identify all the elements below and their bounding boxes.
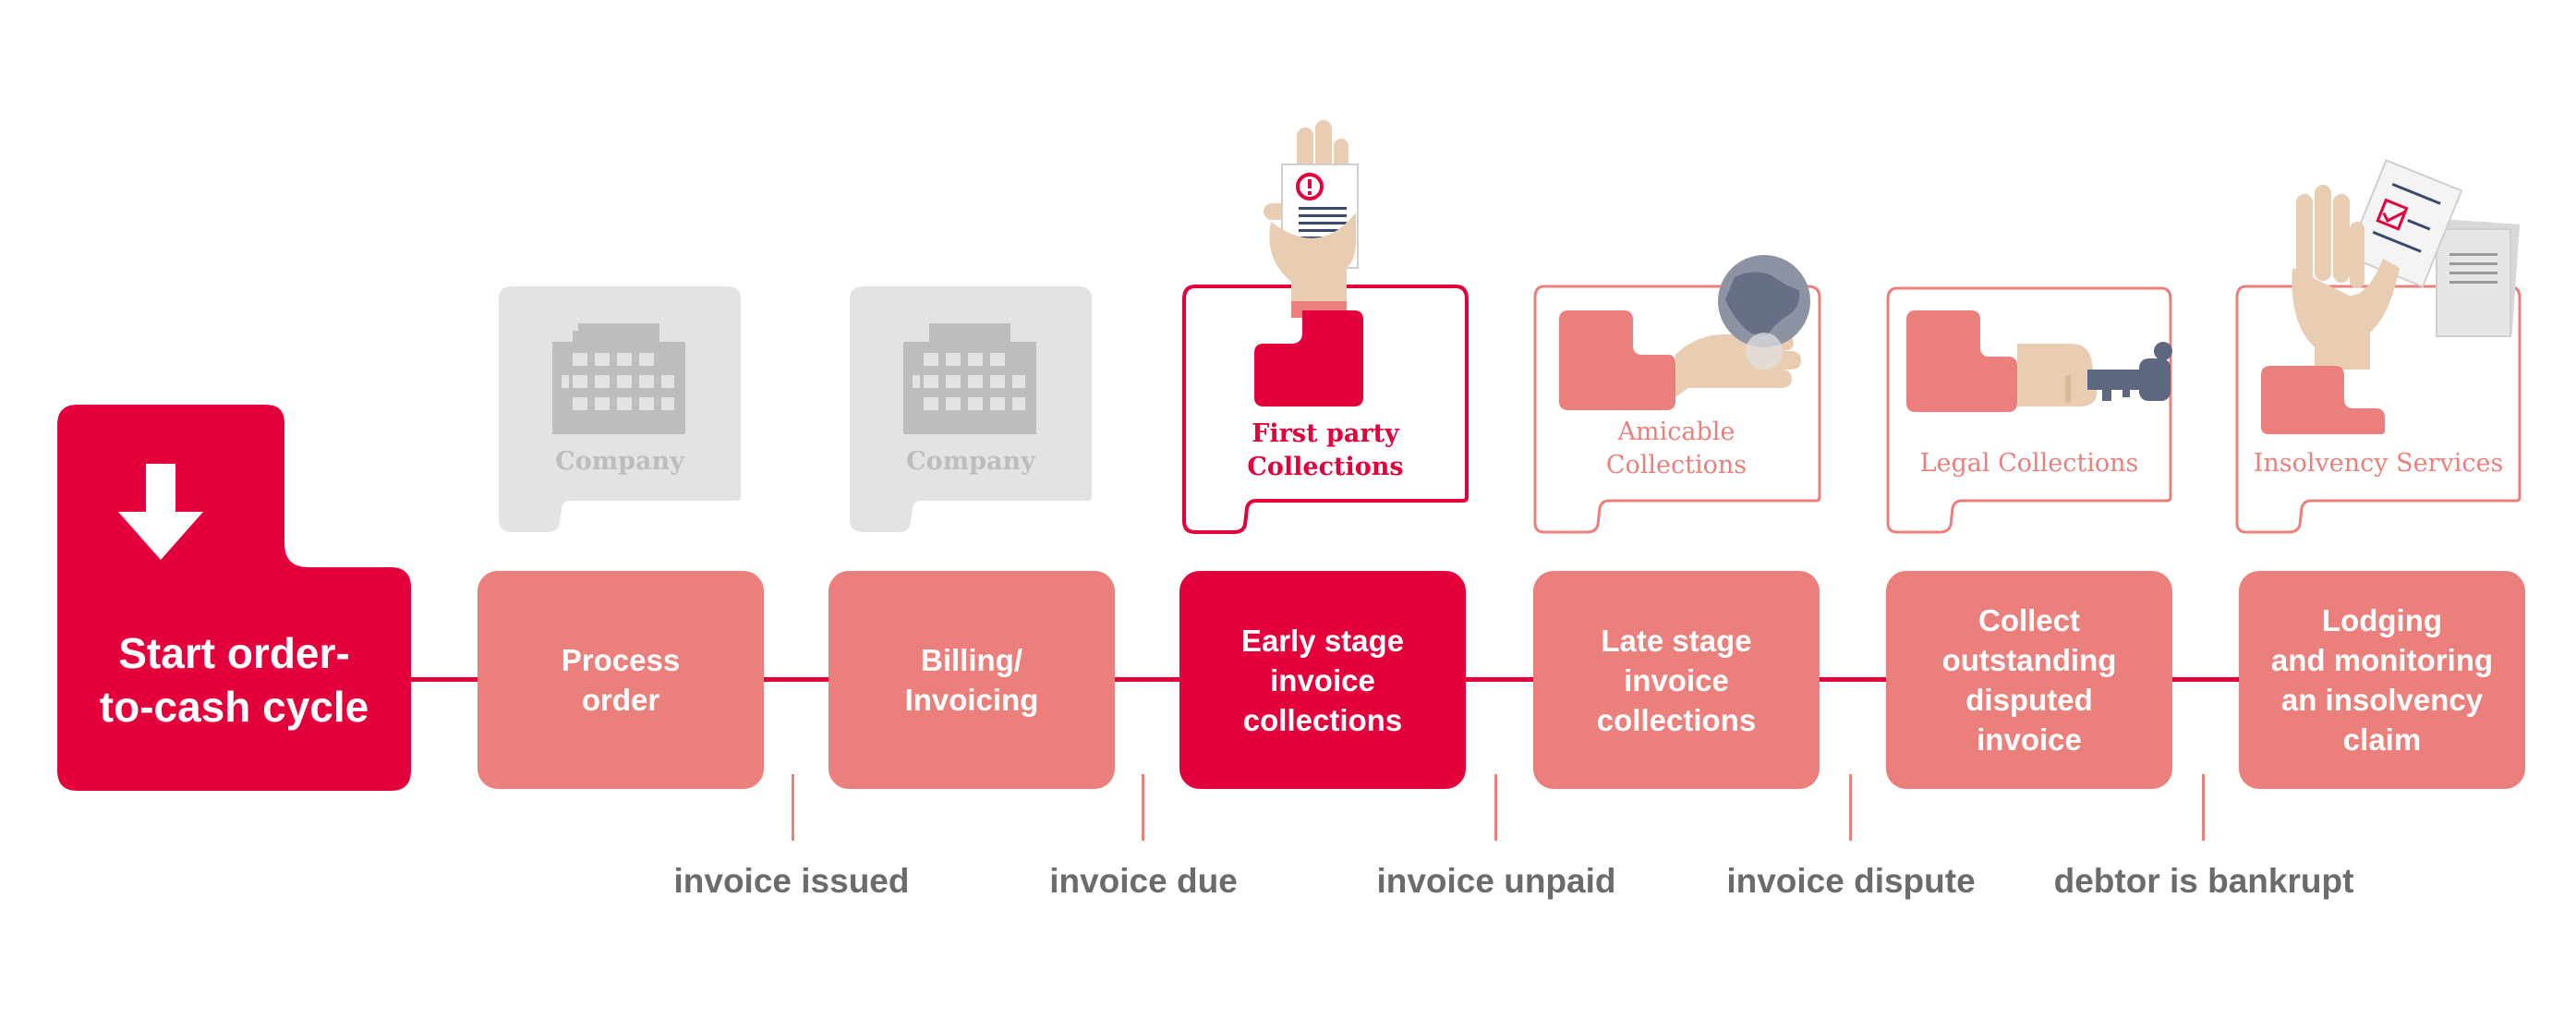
amicable-collections-card: Amicable Collections (1533, 249, 1838, 536)
card-label: Insolvency Services (2253, 449, 2504, 478)
card-label: Company (906, 447, 1035, 476)
first-party-collections-card: First party Collections (1182, 120, 1469, 536)
step-insolvency-claim: Lodging and monitoring an insolvency cla… (2239, 571, 2525, 789)
step-early-stage-collections: Early stage invoice collections (1179, 571, 1466, 789)
event-invoice-dispute: invoice dispute (1726, 862, 1976, 900)
event-connector (1849, 774, 1852, 841)
event-debtor-bankrupt: debtor is bankrupt (2053, 862, 2354, 900)
start-block: Start order- to-cash cycle (57, 405, 411, 791)
company-card: Company (499, 286, 741, 536)
step-late-stage-collections: Late stage invoice collections (1533, 571, 1820, 789)
event-invoice-unpaid: invoice unpaid (1376, 862, 1616, 900)
card-label: Legal Collections (1919, 449, 2139, 478)
insolvency-services-card: Insolvency Services (2235, 157, 2531, 536)
event-connector (1494, 774, 1497, 841)
step-disputed-invoice: Collect outstanding disputed invoice (1886, 571, 2172, 789)
step-billing-invoicing: Billing/ Invoicing (828, 571, 1115, 789)
event-invoice-issued: invoice issued (673, 862, 910, 900)
event-invoice-due: invoice due (1049, 862, 1238, 900)
event-connector (792, 774, 794, 841)
card-label: First party Collections (1247, 419, 1404, 481)
card-label: Company (555, 447, 684, 476)
event-connector (2202, 774, 2205, 841)
event-connector (1142, 774, 1144, 841)
company-card: Company (850, 286, 1092, 536)
legal-collections-card: Legal Collections (1886, 286, 2191, 536)
start-label: Start order- to-cash cycle (99, 629, 369, 731)
card-label: Amicable Collections (1605, 418, 1748, 479)
step-process-order: Process order (478, 571, 764, 789)
